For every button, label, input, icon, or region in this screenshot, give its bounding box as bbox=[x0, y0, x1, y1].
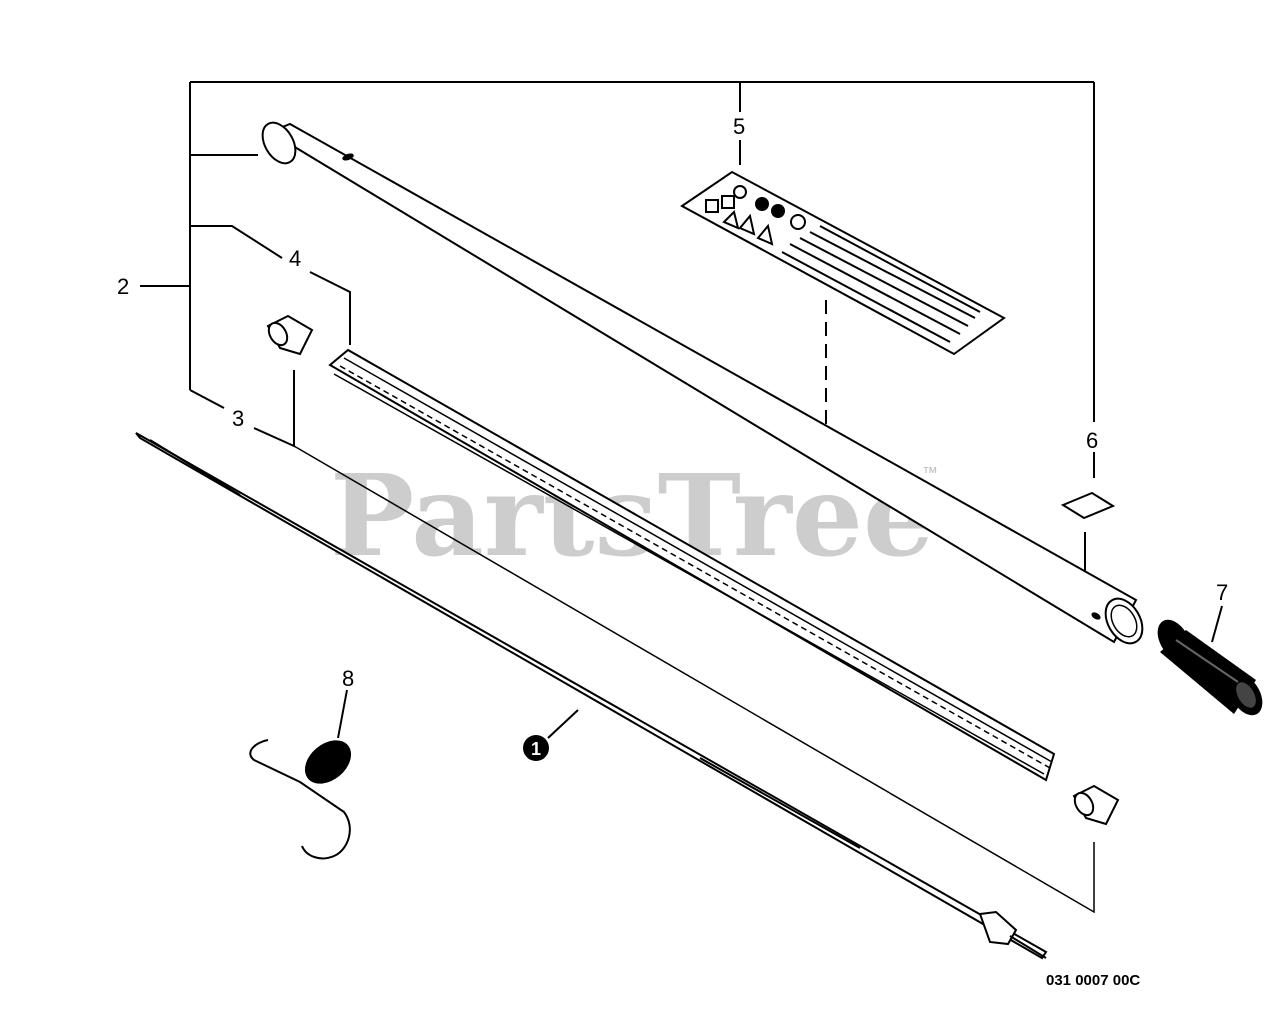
callout-5: 5 bbox=[733, 114, 745, 139]
callout-6: 6 bbox=[1086, 428, 1098, 453]
small-plate-part bbox=[1060, 491, 1116, 520]
bushing-left bbox=[266, 314, 314, 356]
watermark-trademark: ™ bbox=[922, 465, 938, 482]
callout-1: 1 bbox=[531, 739, 541, 759]
warning-label-decal bbox=[680, 170, 1006, 356]
callout-7: 7 bbox=[1216, 580, 1228, 605]
leader-lines bbox=[140, 81, 1223, 914]
grip-handle bbox=[1157, 619, 1263, 716]
callout-3: 3 bbox=[232, 406, 244, 431]
figure-code: 031 0007 00C bbox=[1046, 972, 1140, 989]
callout-2: 2 bbox=[117, 274, 129, 299]
warning-label-symbols bbox=[705, 185, 806, 246]
warning-label-fine-print bbox=[781, 225, 981, 343]
callout-8: 8 bbox=[342, 666, 354, 691]
callout-1-badge: 1 bbox=[523, 735, 549, 761]
hanger-hook bbox=[249, 739, 352, 860]
liner-part bbox=[328, 348, 1056, 782]
driveshaft-part bbox=[135, 432, 1048, 960]
callout-4: 4 bbox=[289, 246, 301, 271]
bushing-right bbox=[1072, 784, 1120, 826]
outer-tube-housing bbox=[261, 121, 1144, 645]
